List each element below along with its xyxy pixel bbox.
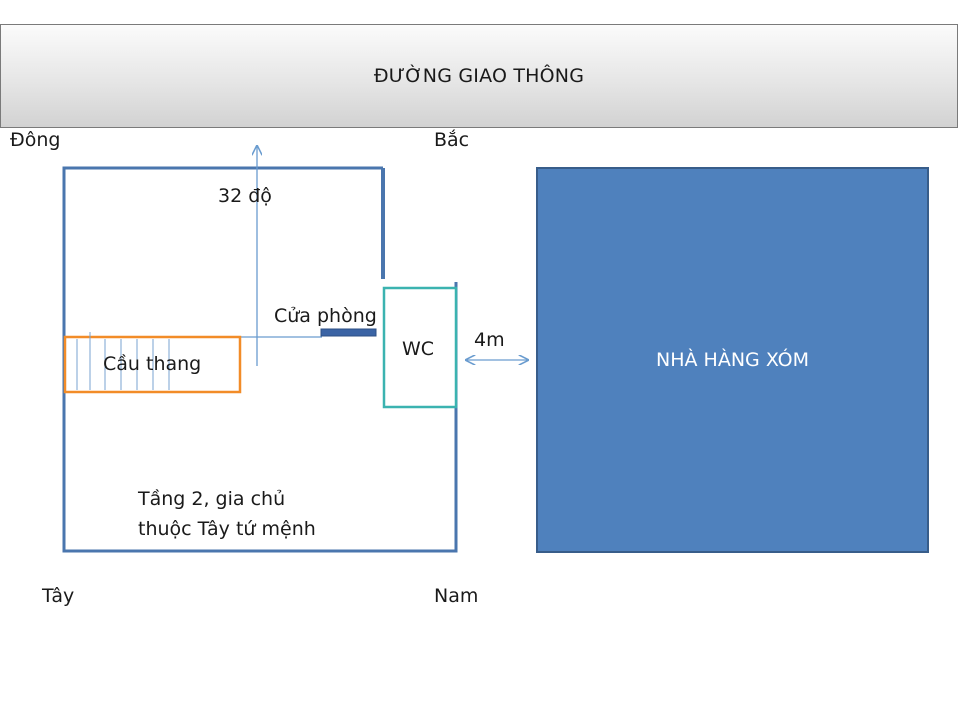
floor-note-line1: Tầng 2, gia chủ [138, 488, 286, 510]
stair-label: Cầu thang [103, 353, 202, 375]
angle-label: 32 độ [218, 185, 272, 207]
distance-label: 4m [474, 329, 505, 351]
neighbor-house: NHÀ HÀNG XÓM [536, 167, 929, 553]
house-outline [62, 166, 458, 553]
wc-label: WC [402, 338, 435, 360]
wc-room [382, 286, 458, 409]
room-door [320, 328, 377, 337]
staircase [63, 335, 242, 394]
neighbor-label: NHÀ HÀNG XÓM [656, 349, 809, 371]
direction-east-label: Đông [10, 129, 61, 151]
direction-west-label: Tây [42, 585, 75, 607]
door-label: Cửa phòng [274, 305, 377, 327]
direction-north-label: Bắc [434, 129, 470, 151]
road-banner: ĐƯỜNG GIAO THÔNG [0, 24, 958, 128]
road-label: ĐƯỜNG GIAO THÔNG [373, 65, 585, 87]
direction-south-label: Nam [434, 585, 479, 607]
floor-note-line2: thuộc Tây tứ mệnh [138, 518, 316, 540]
